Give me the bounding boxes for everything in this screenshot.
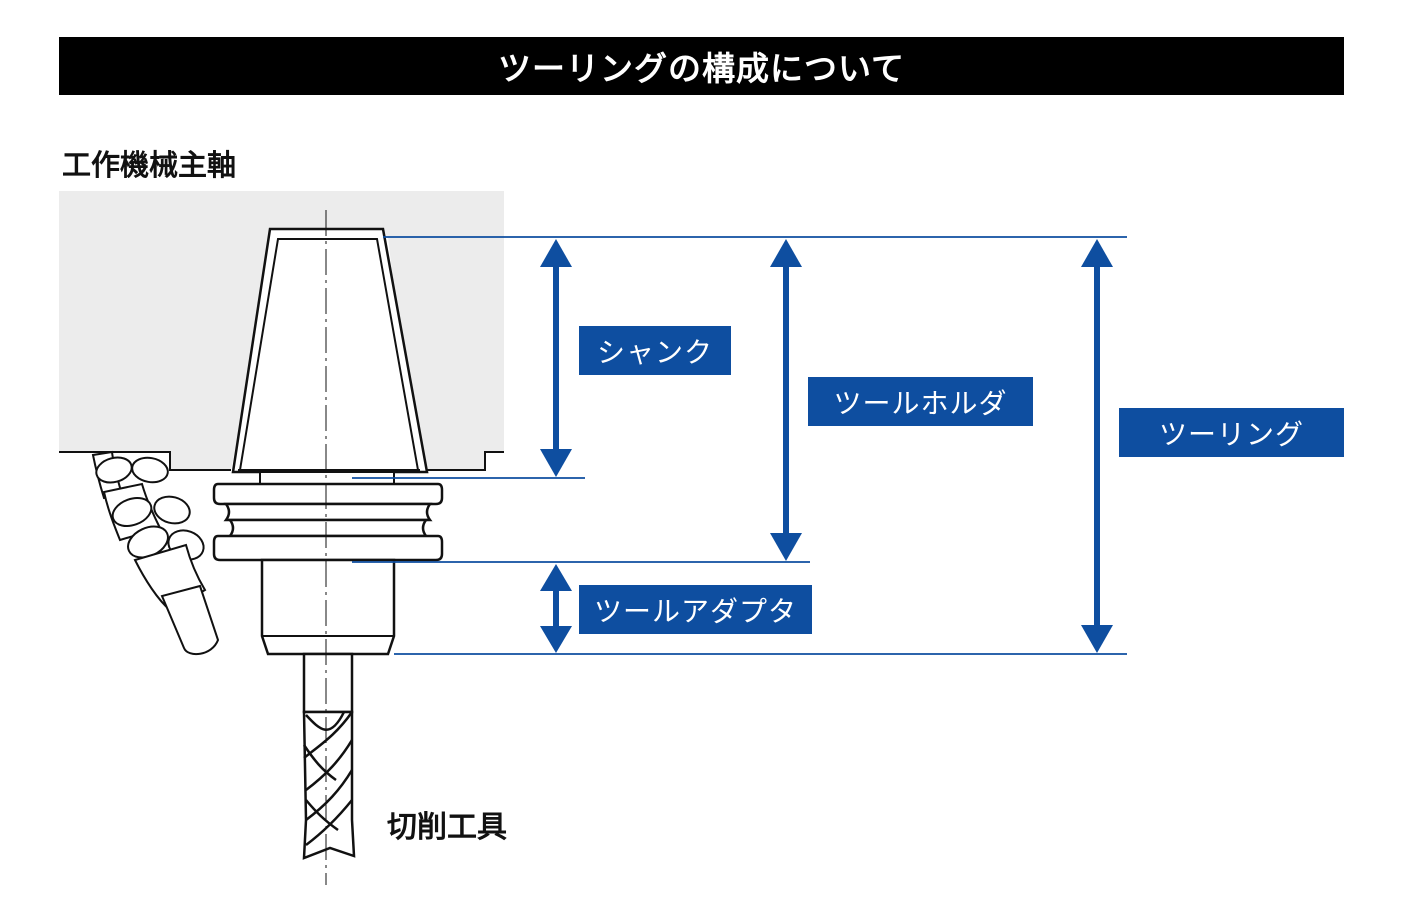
spindle-label: 工作機械主軸	[62, 148, 237, 182]
adapter-arrow	[540, 564, 572, 653]
tool-adapter-tag: ツールアダプタ	[579, 585, 812, 634]
tooling-arrow	[1081, 239, 1113, 653]
cutting-tool	[302, 652, 356, 860]
tool-adapter-label: ツールアダプタ	[593, 594, 797, 628]
spindle-outline	[59, 451, 504, 471]
coolant-hose	[91, 450, 220, 656]
tooling-label: ツーリング	[1158, 417, 1304, 451]
tool-holder-tag: ツールホルダ	[808, 377, 1033, 426]
holder-arrow	[770, 239, 802, 561]
dimension-reference-lines	[352, 236, 1127, 655]
page-title: ツーリングの構成について	[497, 49, 905, 88]
tool-adapter-body	[260, 558, 396, 656]
machine-spindle	[59, 191, 504, 470]
title-bar: ツーリングの構成について	[59, 37, 1344, 95]
shank-label: シャンク	[596, 335, 713, 369]
cutting-tool-label: 切削工具	[387, 810, 507, 845]
shank-tag: シャンク	[579, 326, 731, 375]
tool-holder-label: ツールホルダ	[833, 386, 1008, 420]
holder-flange	[212, 482, 444, 562]
shank-arrow	[540, 239, 572, 477]
dimension-arrows	[540, 239, 1113, 653]
tooling-tag: ツーリング	[1119, 408, 1344, 457]
